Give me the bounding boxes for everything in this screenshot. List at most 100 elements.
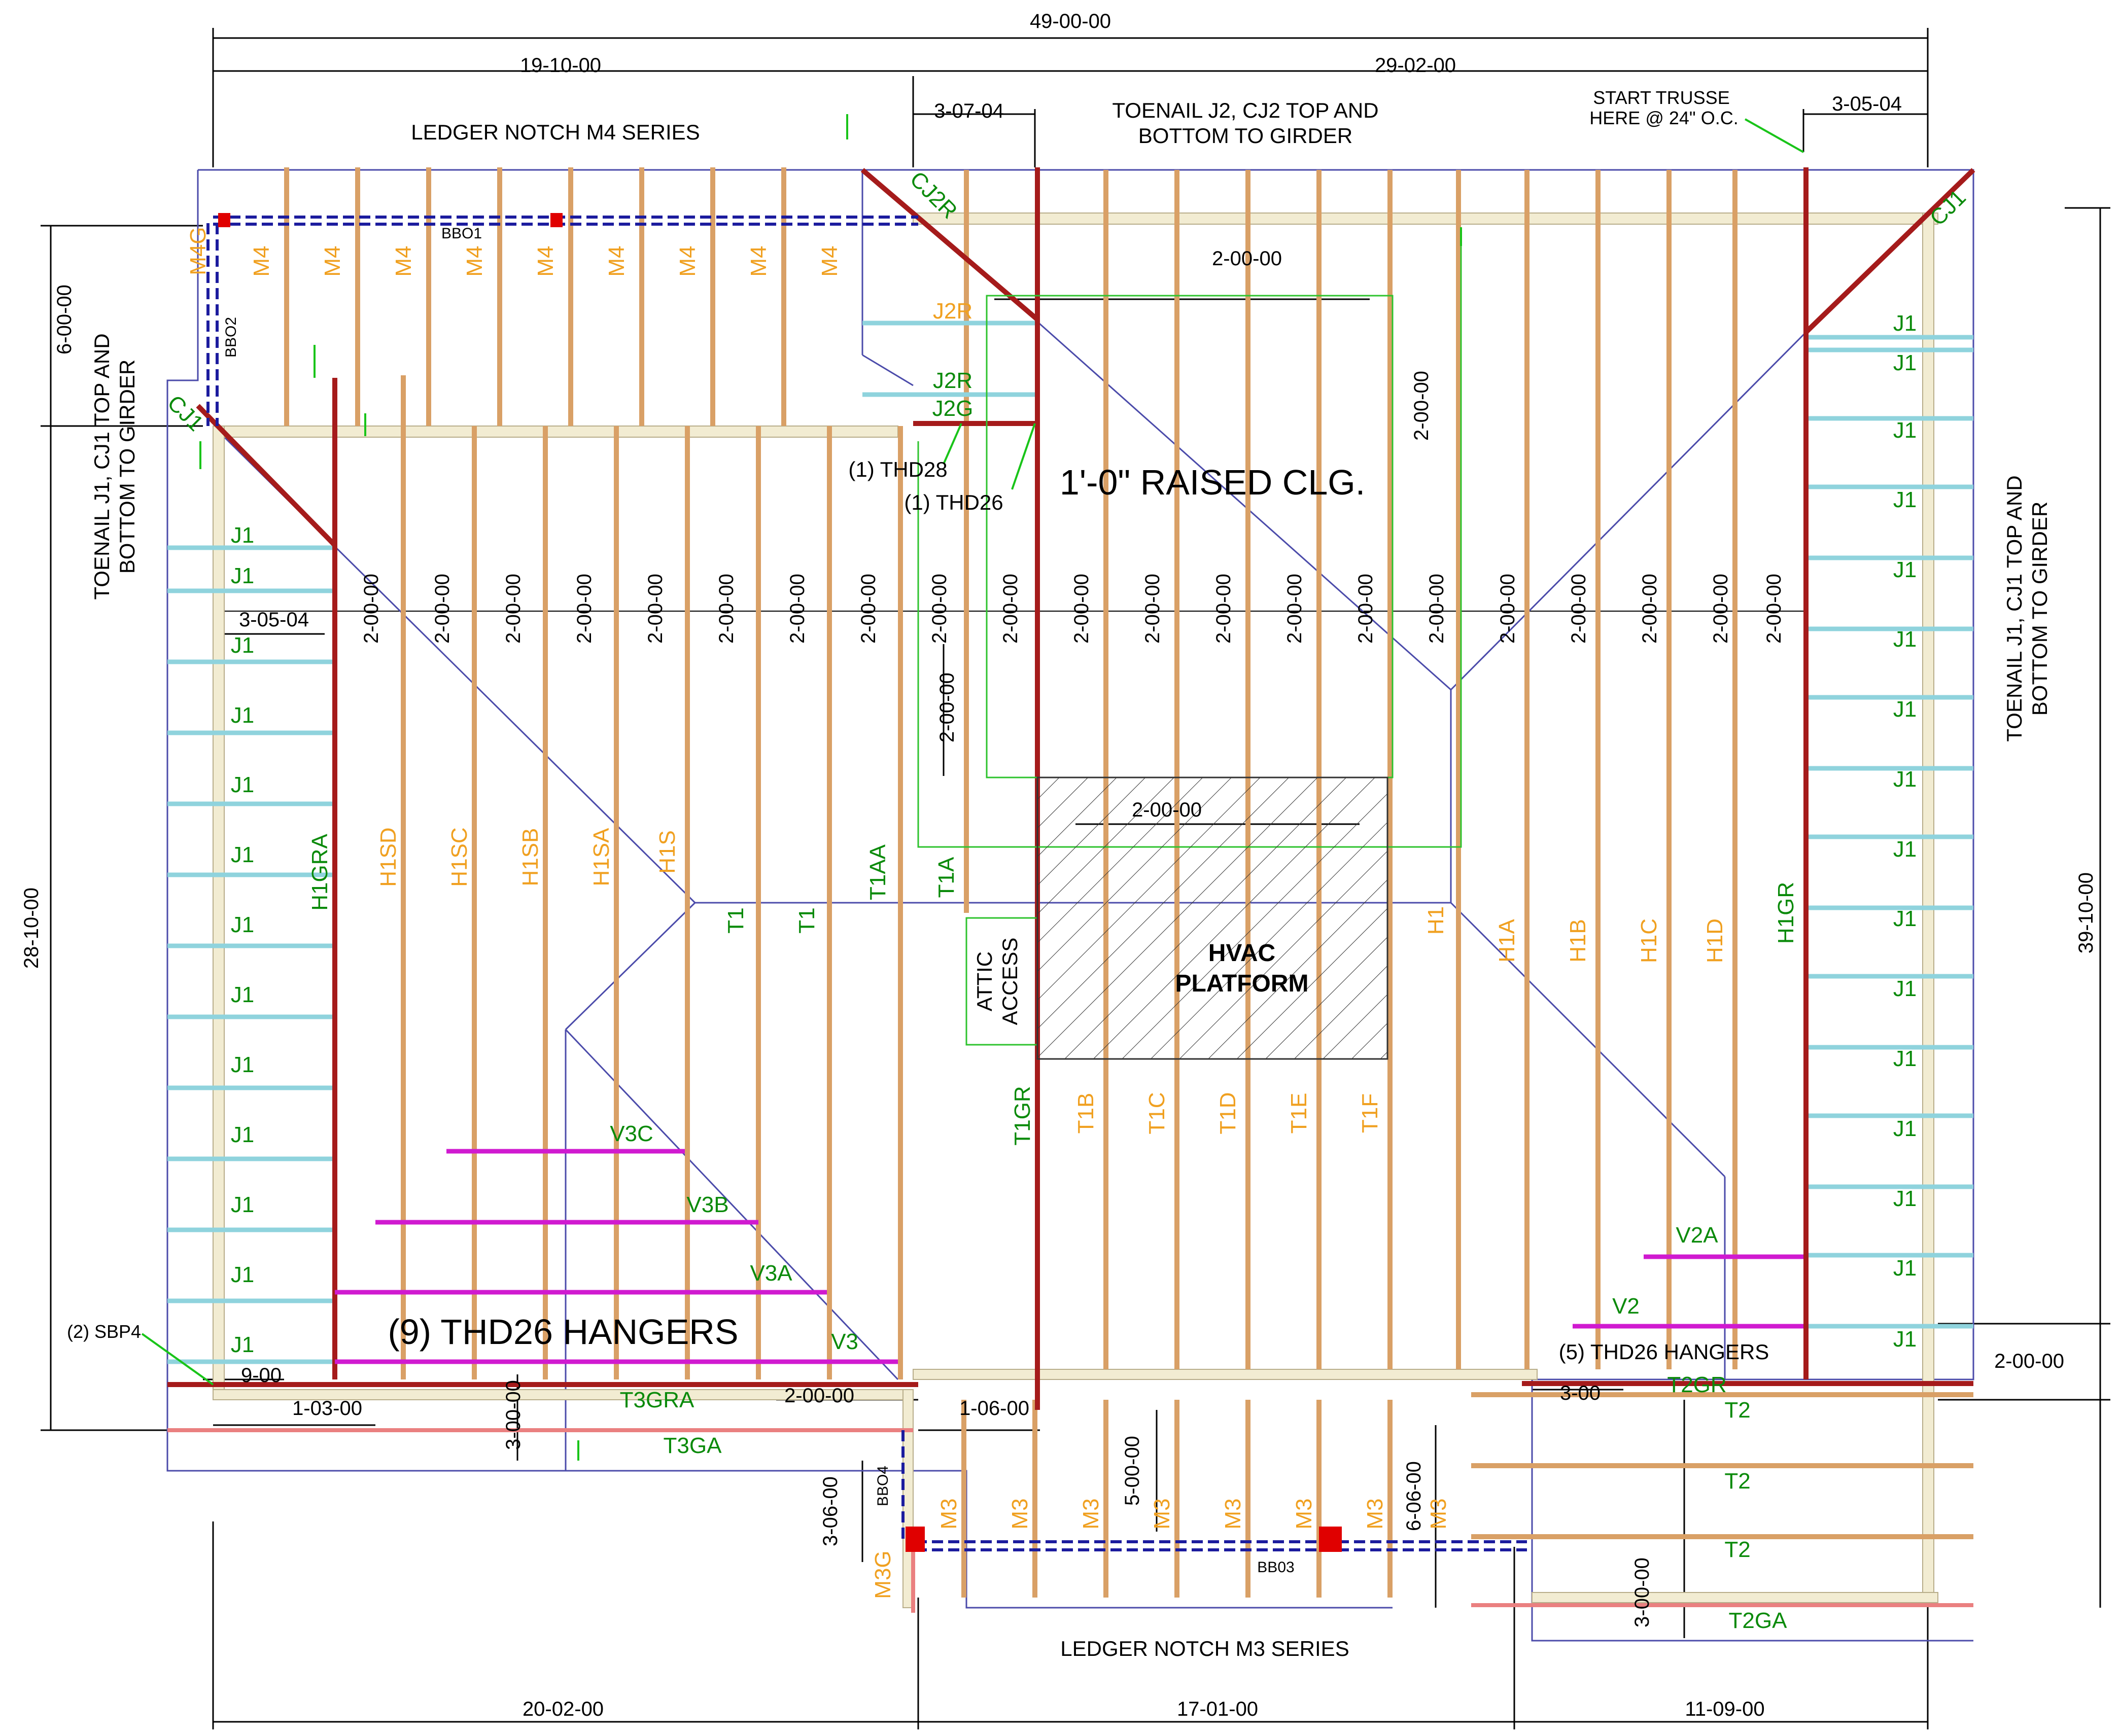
dim-left-2810: 28-10-00 [20, 888, 43, 969]
label-h1d: H1D [1702, 918, 1727, 963]
label-m4: M4 [320, 245, 345, 276]
label-m4: M4 [746, 245, 771, 276]
spacing-label: 2-00-00 [1763, 574, 1785, 644]
dim-10300: 1-03-00 [292, 1397, 362, 1420]
label-t2ga: T2GA [1729, 1608, 1788, 1633]
label-m4: M4 [675, 245, 700, 276]
dim-top-right: 29-02-00 [1375, 54, 1456, 77]
label-j1: J1 [231, 1052, 254, 1077]
dim-20000-right: 2-00-00 [1994, 1350, 2064, 1372]
label-h1gr: H1GR [1774, 882, 1798, 944]
label-j1: J1 [1893, 837, 1917, 862]
note-9-hangers: (9) THD26 HANGERS [388, 1312, 738, 1352]
truss-labels-orange: M4G M4 M4 M4 M4 M4 M4 M4 M4 M4 H1SD H1SC… [186, 227, 1727, 1599]
spacing-label: 2-00-00 [857, 574, 880, 644]
dim-left-600: 6-00-00 [53, 285, 76, 355]
label-v3: V3 [831, 1329, 858, 1354]
label-j1: J1 [1893, 1327, 1917, 1352]
label-h1sd: H1SD [376, 827, 401, 887]
label-m4: M4 [462, 245, 487, 276]
label-t1: T1 [723, 907, 748, 933]
label-bbo2: BBO2 [223, 317, 239, 358]
label-cj1-left: CJ1 [162, 391, 208, 436]
spacing-label: 2-00-00 [1710, 574, 1732, 644]
dim-30000-a: 3-00-00 [502, 1380, 525, 1450]
label-j1: J1 [1893, 350, 1917, 375]
label-j2r: J2R [933, 368, 972, 393]
spacing-label: 2-00-00 [928, 574, 951, 644]
label-t1gr: T1GR [1010, 1086, 1035, 1145]
label-t1aa: T1AA [865, 844, 890, 900]
spacing-label: 2-00-00 [1141, 574, 1164, 644]
label-j1: J1 [1893, 906, 1917, 931]
label-j1: J1 [1893, 557, 1917, 582]
note-thd28: (1) THD28 [848, 457, 947, 481]
dim-bottom-1109: 11-09-00 [1685, 1698, 1764, 1720]
label-j1: J1 [1893, 767, 1917, 792]
label-v2a: V2A [1676, 1223, 1718, 1248]
label-t1b: T1B [1073, 1093, 1098, 1134]
jack-trusses [167, 321, 1973, 1364]
dim-50000: 5-00-00 [1121, 1436, 1143, 1506]
note-attic-2: ACCESS [998, 938, 1022, 1025]
note-toenail-top-1: TOENAIL J2, CJ2 TOP AND [1112, 98, 1378, 122]
label-j1: J1 [1893, 1256, 1917, 1281]
dim-top-307: 3-07-04 [934, 100, 1004, 122]
spacing-label: 2-00-00 [786, 574, 809, 644]
label-m3: M3 [1150, 1498, 1174, 1529]
note-sbp4: (2) SBP4 [67, 1321, 141, 1342]
dim-60600: 6-06-00 [1403, 1461, 1425, 1531]
label-j1: J1 [1893, 311, 1917, 336]
label-t1d: T1D [1215, 1092, 1240, 1134]
label-j1: J1 [231, 1262, 254, 1287]
label-m4: M4 [533, 245, 558, 276]
label-j1: J1 [1893, 487, 1917, 512]
dim-raised-top: 2-00-00 [1212, 247, 1282, 270]
label-j1: J1 [231, 1122, 254, 1147]
dim-raised-side: 2-00-00 [1410, 371, 1433, 441]
beam-labels: BBO1 BBO2 BB03 BBO4 [223, 225, 1295, 1576]
label-v3a: V3A [750, 1261, 792, 1286]
dim-30600: 3-06-00 [819, 1476, 842, 1546]
dim-20000-low: 2-00-00 [784, 1385, 854, 1407]
label-m3: M3 [936, 1498, 961, 1529]
spacing-label: 2-00-00 [1568, 574, 1590, 644]
label-h1a: H1A [1495, 919, 1519, 963]
label-j1: J1 [1893, 976, 1917, 1001]
girder-trusses [167, 167, 1975, 1410]
label-t3gra: T3GRA [620, 1388, 694, 1412]
label-t1a: T1A [934, 857, 959, 898]
hvac-platform [1036, 776, 1388, 1060]
note-toenail-left-2: BOTTOM TO GIRDER [115, 360, 139, 574]
note-thd26: (1) THD26 [904, 490, 1003, 514]
label-h1c: H1C [1637, 918, 1661, 963]
label-t1f: T1F [1358, 1093, 1382, 1133]
spacing-label: 2-00-00 [1426, 574, 1448, 644]
note-ledger-m4: LEDGER NOTCH M4 SERIES [411, 120, 700, 144]
dim-900: 9-00 [241, 1364, 282, 1387]
label-bbo4: BBO4 [875, 1466, 891, 1506]
label-j1: J1 [231, 842, 254, 867]
label-j1: J1 [231, 772, 254, 797]
label-h1sa: H1SA [589, 828, 614, 887]
note-attic-1: ATTIC [972, 951, 996, 1011]
spacing-label: 2-00-00 [573, 574, 596, 644]
label-m4: M4 [817, 245, 842, 276]
label-m3: M3 [1007, 1498, 1032, 1529]
dim-top-left: 19-10-00 [520, 54, 601, 77]
label-m3g: M3G [871, 1550, 895, 1599]
hangers [218, 213, 1342, 1552]
dim-top-305: 3-05-04 [1832, 93, 1902, 115]
note-5-hangers: (5) THD26 HANGERS [1559, 1340, 1769, 1364]
spacing-label: 2-00-00 [715, 574, 738, 644]
dim-bottom-2002: 20-02-00 [523, 1698, 604, 1720]
label-t3ga: T3GA [664, 1433, 722, 1458]
label-j1: J1 [1893, 627, 1917, 652]
dim-bottom-1701: 17-01-00 [1177, 1698, 1258, 1720]
note-toenail-top-2: BOTTOM TO GIRDER [1138, 124, 1352, 148]
spacing-label: 2-00-00 [1497, 574, 1519, 644]
label-j1: J1 [1893, 418, 1917, 443]
spacing-label: 2-00-00 [360, 574, 383, 644]
label-j1: J1 [1893, 697, 1917, 722]
label-m3: M3 [1292, 1498, 1316, 1529]
